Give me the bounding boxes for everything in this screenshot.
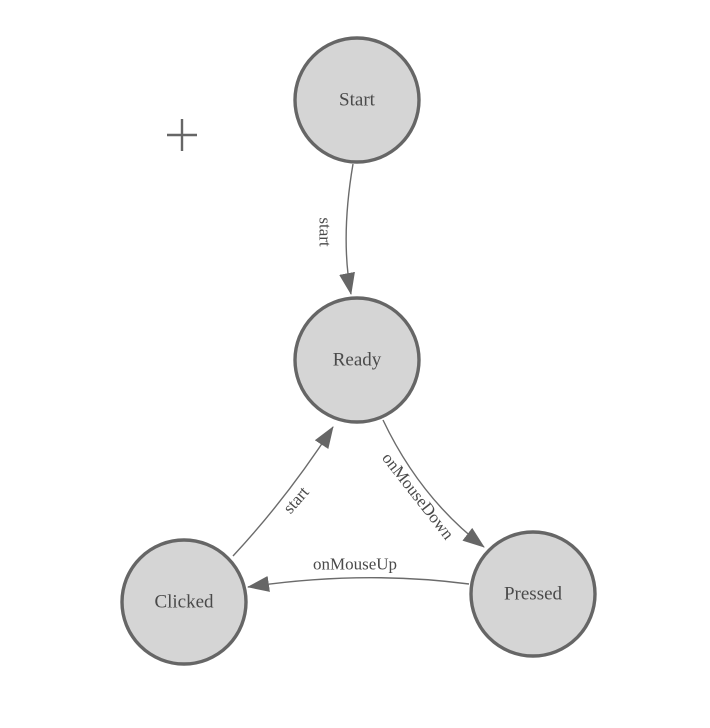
- transition-label: onMouseDown: [378, 449, 458, 544]
- transition-clicked-ready[interactable]: start: [232, 426, 334, 557]
- state-label: Ready: [333, 350, 382, 371]
- state-circle[interactable]: [120, 538, 248, 666]
- state-node-start[interactable]: Start: [293, 36, 421, 164]
- state-circle[interactable]: [469, 530, 597, 658]
- state-node-clicked[interactable]: Clicked: [120, 538, 248, 666]
- transition-label: onMouseUp: [313, 555, 397, 574]
- transition-start-ready[interactable]: start: [316, 163, 355, 295]
- state-label: Start: [339, 90, 376, 111]
- state-label: Clicked: [154, 592, 214, 613]
- state-circle[interactable]: [293, 296, 421, 424]
- state-node-pressed[interactable]: Pressed: [469, 530, 597, 658]
- transition-path[interactable]: [382, 419, 485, 548]
- transition-label: start: [316, 217, 335, 247]
- transition-label: start: [279, 483, 313, 518]
- transition-path[interactable]: [339, 163, 355, 295]
- transition-path[interactable]: [247, 575, 470, 592]
- transition-pressed-clicked[interactable]: onMouseUp: [247, 555, 470, 592]
- transition-path[interactable]: [232, 426, 334, 557]
- state-node-ready[interactable]: Ready: [293, 296, 421, 424]
- plus-icon[interactable]: [167, 119, 197, 151]
- state-label: Pressed: [504, 584, 563, 605]
- state-circle[interactable]: [293, 36, 421, 164]
- transition-ready-pressed[interactable]: onMouseDown: [378, 419, 485, 548]
